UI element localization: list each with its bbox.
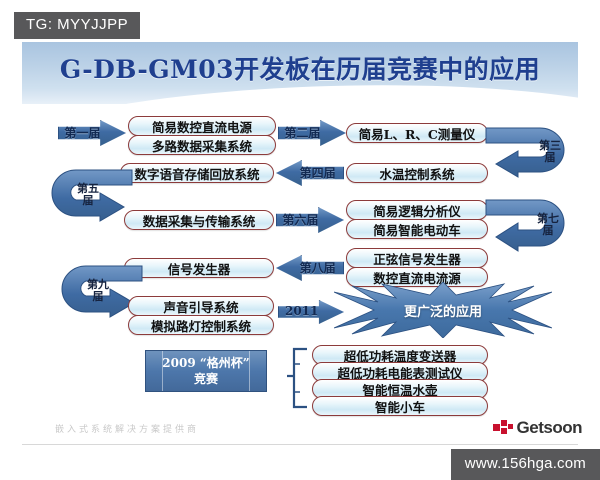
cup-2009-box: 2009 “格州杯” 竞赛: [145, 350, 267, 392]
arrow-label: 第八届: [299, 260, 336, 275]
cup-box-seam-left: [162, 351, 163, 391]
arrow-label: 第一届: [64, 125, 101, 140]
pill-row4-item1: 信号发生器: [124, 258, 274, 278]
page-title: G-DB-GM03开发板在历届竞赛中的应用: [59, 55, 541, 84]
explosion-callout: 更广泛的应用: [334, 282, 552, 338]
pill-label: 正弦信号发生器: [373, 251, 461, 267]
pill-label: 数字语音存储回放系统: [134, 166, 260, 182]
arrow-session-2: 第二届: [278, 120, 346, 146]
pill-bottom-item3: 智能恒温水壶: [312, 379, 488, 399]
pill-row5-item2: 模拟路灯控制系统: [128, 315, 274, 335]
arrow-label: 第四届: [299, 165, 336, 180]
brand-logo: Getsoon: [492, 418, 583, 438]
arrow-label: 2011: [284, 304, 319, 318]
arrow-session-6: 第六届: [276, 207, 344, 233]
cup-line-1: 2009 “格州杯”: [162, 356, 250, 370]
pill-bottom-item4: 智能小车: [312, 396, 488, 416]
cup-line-2: 竞赛: [193, 372, 218, 386]
pill-label: 数据采集与传输系统: [142, 213, 256, 229]
uturn-right-icon: [485, 127, 565, 178]
pill-label: 超低功耗温度变送器: [343, 348, 457, 364]
arrow-year-2011: 2011: [278, 300, 344, 324]
pill-row1-item1: 简易数控直流电源: [128, 116, 276, 136]
pill-label: 超低功耗电能表测试仪: [337, 365, 463, 381]
pill-label: 简易数控直流电源: [151, 119, 252, 135]
uturn-left-icon: [51, 169, 133, 222]
pill-label: 信号发生器: [167, 261, 231, 277]
pill-row2-item2: 水温控制系统: [346, 163, 488, 183]
brand-name: Getsoon: [516, 418, 583, 437]
url-watermark: www.156hga.com: [450, 449, 600, 480]
arrow-session-8: 第八届: [276, 255, 344, 281]
pill-label: 简易智能电动车: [373, 222, 461, 238]
explosion-star-icon: [334, 282, 552, 338]
uturn-right-icon: [485, 199, 565, 252]
pill-label: 水温控制系统: [379, 166, 455, 182]
pill-label: 模拟路灯控制系统: [150, 318, 251, 334]
pill-label: 简易逻辑分析仪: [373, 203, 461, 219]
uturn-arrow-session-3: 第三届: [484, 126, 580, 178]
pill-label: 简易L、R、C测量仪: [358, 126, 476, 142]
pill-row4-item2: 正弦信号发生器: [346, 248, 488, 268]
pill-label: 多路数据采集系统: [151, 138, 252, 154]
arrow-label: 第二届: [284, 125, 321, 140]
pill-row3-item2: 简易逻辑分析仪: [346, 200, 488, 220]
getsoon-blocks-icon: [492, 420, 513, 436]
arrow-label: 第六届: [282, 212, 319, 227]
bracket-icon: [287, 347, 307, 409]
pill-row1-item2: 多路数据采集系统: [128, 135, 276, 155]
arrow-session-4: 第四届: [276, 160, 344, 186]
uturn-arrow-session-5: 第五届: [42, 168, 134, 222]
footer-divider: [22, 444, 578, 445]
bracket-connector: [286, 347, 308, 409]
explosion-label: 更广泛的应用: [403, 304, 482, 320]
pill-label: 智能恒温水壶: [362, 382, 438, 398]
cup-box-seam-right: [249, 351, 250, 391]
pill-row4-item3: 数控直流电流源: [346, 267, 488, 287]
pill-label: 数控直流电流源: [373, 270, 461, 286]
pill-label: 声音引导系统: [163, 299, 239, 315]
pill-label: 智能小车: [374, 399, 425, 415]
arrow-session-1: 第一届: [58, 120, 126, 146]
pill-row5-item1: 声音引导系统: [128, 296, 274, 316]
uturn-arrow-session-7: 第七届: [484, 198, 580, 252]
cup-box-text: 2009 “格州杯” 竞赛: [162, 355, 249, 387]
pill-row3-item1: 数据采集与传输系统: [124, 210, 274, 230]
uturn-left-icon: [61, 265, 143, 318]
explosion-label-wrap: 更广泛的应用: [334, 282, 552, 338]
pill-row1-item3: 简易L、R、C测量仪: [346, 123, 488, 143]
pill-row3-item3: 简易智能电动车: [346, 219, 488, 239]
watermark-tag: TG: MYYJJPP: [14, 12, 141, 39]
pill-row2-item1: 数字语音存储回放系统: [120, 163, 274, 183]
slide-header: G-DB-GM03开发板在历届竞赛中的应用: [22, 42, 578, 104]
footer-slogan: 嵌入式系统解决方案提供商: [55, 425, 200, 435]
